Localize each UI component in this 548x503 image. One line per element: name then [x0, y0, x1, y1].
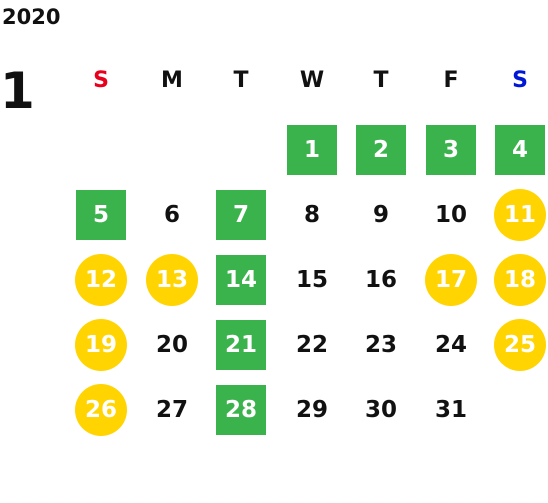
day-12: 12 [75, 254, 127, 306]
day-30: 30 [364, 397, 397, 423]
day-3: 3 [426, 125, 476, 175]
day-14: 14 [216, 255, 266, 305]
day-29: 29 [295, 397, 328, 423]
day-2: 2 [356, 125, 406, 175]
day-31: 31 [434, 397, 467, 423]
day-4: 4 [495, 125, 545, 175]
day-18: 18 [494, 254, 546, 306]
year-label: 2020 [2, 5, 61, 29]
day-5: 5 [76, 190, 126, 240]
day-21: 21 [216, 320, 266, 370]
day-16: 16 [364, 267, 397, 293]
month-label: 1 [0, 62, 35, 120]
day-15: 15 [295, 267, 328, 293]
weekday-saturday: S [512, 68, 528, 93]
weekday-wednesday: W [299, 68, 325, 93]
day-23: 23 [364, 332, 397, 358]
weekday-monday: M [161, 68, 183, 93]
day-25: 25 [494, 319, 546, 371]
weekday-sunday: S [93, 68, 109, 93]
day-1: 1 [287, 125, 337, 175]
day-8: 8 [303, 202, 320, 228]
day-22: 22 [295, 332, 328, 358]
day-28: 28 [216, 385, 266, 435]
day-13: 13 [146, 254, 198, 306]
day-19: 19 [75, 319, 127, 371]
weekday-thursday: T [373, 68, 389, 93]
weekday-friday: F [443, 68, 459, 93]
day-24: 24 [434, 332, 467, 358]
day-6: 6 [163, 202, 180, 228]
day-26: 26 [75, 384, 127, 436]
day-20: 20 [155, 332, 188, 358]
day-11: 11 [494, 189, 546, 241]
weekday-tuesday: T [233, 68, 249, 93]
day-10: 10 [434, 202, 467, 228]
day-27: 27 [155, 397, 188, 423]
day-17: 17 [425, 254, 477, 306]
day-9: 9 [372, 202, 389, 228]
day-7: 7 [216, 190, 266, 240]
